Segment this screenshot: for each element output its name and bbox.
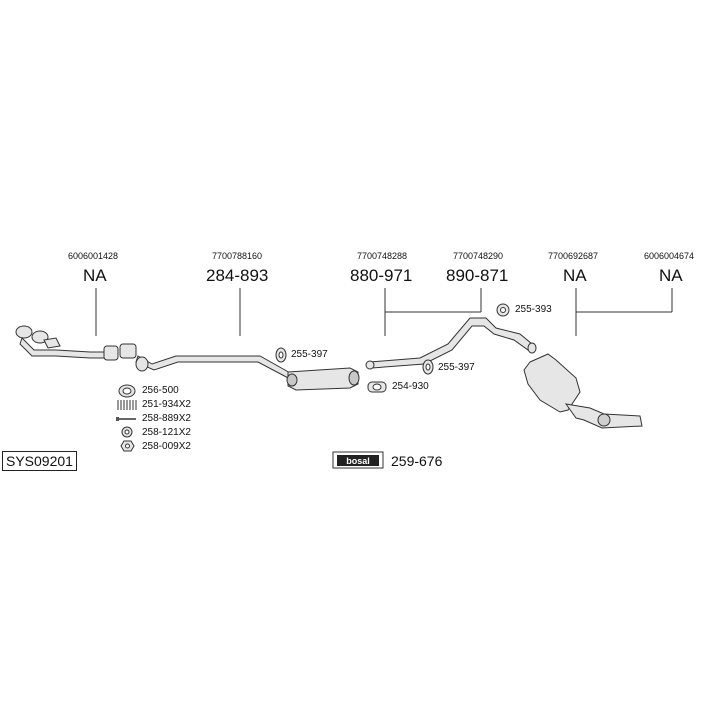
part-number: 284-893 (206, 266, 269, 285)
gasket-ring-icon (118, 384, 136, 398)
system-code-box: SYS09201 (2, 451, 77, 471)
front-pipe-part (15, 325, 137, 361)
gasket-label: 254-930 (392, 381, 429, 392)
mid-pipe-part (365, 317, 537, 370)
bolt-icon (116, 417, 136, 421)
part-number: 880-971 (350, 266, 413, 285)
intermediate-pipe-part (135, 355, 360, 391)
clamp-icon (275, 347, 287, 363)
clamp-icon (422, 359, 434, 375)
hardware-label: 258-009X2 (142, 441, 191, 452)
bosal-logo: bosal (332, 451, 384, 469)
bosal-logo-text: bosal (346, 456, 370, 466)
rear-silencer-part (523, 353, 643, 429)
oem-number: 7700748288 (357, 251, 408, 261)
oem-number: 7700788160 (212, 251, 263, 261)
oem-number: 6006001428 (68, 251, 119, 261)
spring-icon (117, 400, 137, 410)
hardware-label: 256-500 (142, 385, 179, 396)
oem-number: 7700692687 (548, 251, 599, 261)
part-number: NA (659, 266, 683, 285)
hardware-label: 258-889X2 (142, 413, 191, 424)
clamp-label: 255-397 (438, 362, 475, 373)
hanger-icon (496, 303, 510, 317)
part-number: 890-871 (446, 266, 509, 285)
hardware-label: 251-934X2 (142, 399, 191, 410)
clamp-label: 255-397 (291, 349, 328, 360)
kit-number: 259-676 (391, 453, 443, 469)
nut-icon (120, 440, 135, 452)
hardware-label: 258-121X2 (142, 427, 191, 438)
hanger-label: 255-393 (515, 304, 552, 315)
oem-number: 6006004674 (644, 251, 695, 261)
oem-number: 7700748290 (453, 251, 504, 261)
washer-icon (121, 426, 133, 438)
gasket-icon (367, 381, 387, 393)
part-number: NA (83, 266, 107, 285)
part-number: NA (563, 266, 587, 285)
